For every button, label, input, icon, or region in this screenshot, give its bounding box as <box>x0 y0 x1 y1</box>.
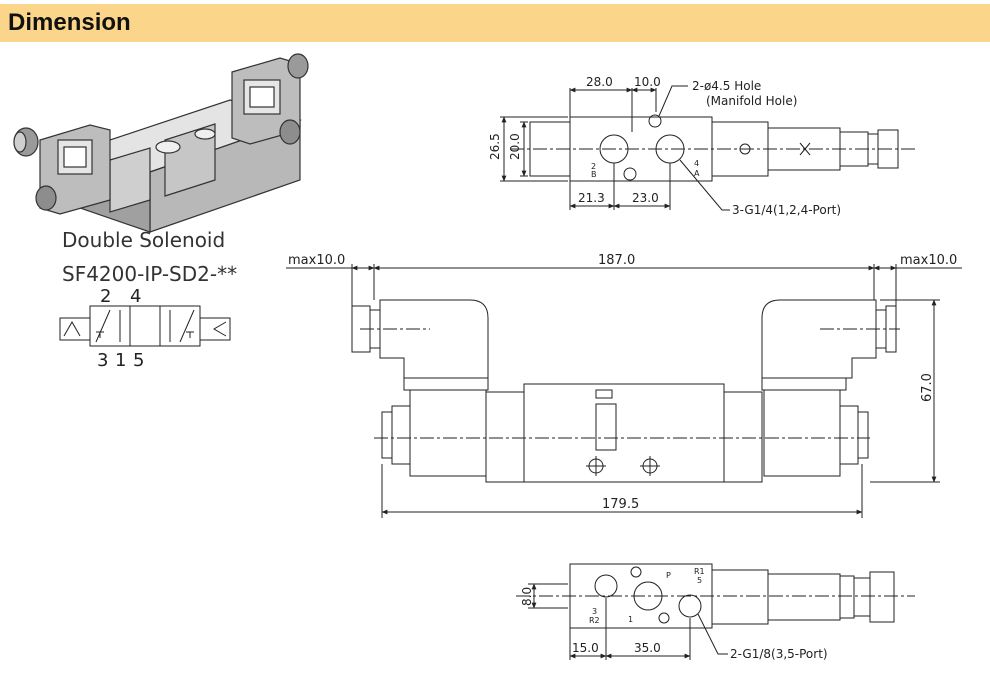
top-callout-port: 3-G1/4(1,2,4-Port) <box>732 203 841 217</box>
front-dim-max-right: max10.0 <box>900 253 957 268</box>
bottom-port-r1: R1 <box>694 567 705 576</box>
bottom-dim-35: 35.0 <box>634 641 661 655</box>
product-type-label: Double Solenoid <box>62 228 226 252</box>
top-dim-23: 23.0 <box>632 191 659 205</box>
top-port-b: B <box>591 170 597 179</box>
top-port-a: A <box>694 169 700 178</box>
valve-symbol <box>59 305 231 347</box>
symbol-port-2: 2 <box>100 286 111 307</box>
valve-3d-illustration <box>13 53 309 233</box>
bottom-port-5: 5 <box>697 576 702 585</box>
front-dim-height: 67.0 <box>920 373 935 402</box>
symbol-port-1: 1 <box>115 350 126 371</box>
top-callout-hole: 2-ø4.5 Hole <box>692 79 761 93</box>
symbol-port-4: 4 <box>130 286 141 307</box>
top-dim-10: 10.0 <box>634 75 661 89</box>
bottom-port-p: P <box>666 571 671 580</box>
front-dim-body: 179.5 <box>602 497 639 512</box>
bottom-callout-port: 2-G1/8(3,5-Port) <box>730 647 828 661</box>
top-port-4: 4 <box>694 159 699 168</box>
top-dim-21-3: 21.3 <box>578 191 605 205</box>
bottom-view-outline <box>516 563 915 660</box>
bottom-dim-8: 8.0 <box>520 587 534 606</box>
section-header: Dimension <box>0 4 990 42</box>
bottom-port-3: 3 <box>592 607 597 616</box>
front-dim-overall: 187.0 <box>598 253 635 268</box>
symbol-port-3: 3 <box>97 350 108 371</box>
bottom-port-1: 1 <box>628 615 633 624</box>
top-dim-26-5: 26.5 <box>488 133 502 160</box>
symbol-port-5: 5 <box>133 350 144 371</box>
top-view-outline <box>500 85 915 211</box>
product-model-label: SF4200-IP-SD2-** <box>62 262 238 286</box>
top-dim-20: 20.0 <box>508 133 522 160</box>
front-view-outline <box>286 264 962 518</box>
section-title: Dimension <box>8 9 131 36</box>
bottom-port-r2: R2 <box>589 616 600 625</box>
top-port-2: 2 <box>591 162 596 171</box>
front-dim-max-left: max10.0 <box>288 253 345 268</box>
top-callout-hole-sub: (Manifold Hole) <box>706 94 797 108</box>
bottom-dim-15: 15.0 <box>572 641 599 655</box>
top-dim-28: 28.0 <box>586 75 613 89</box>
